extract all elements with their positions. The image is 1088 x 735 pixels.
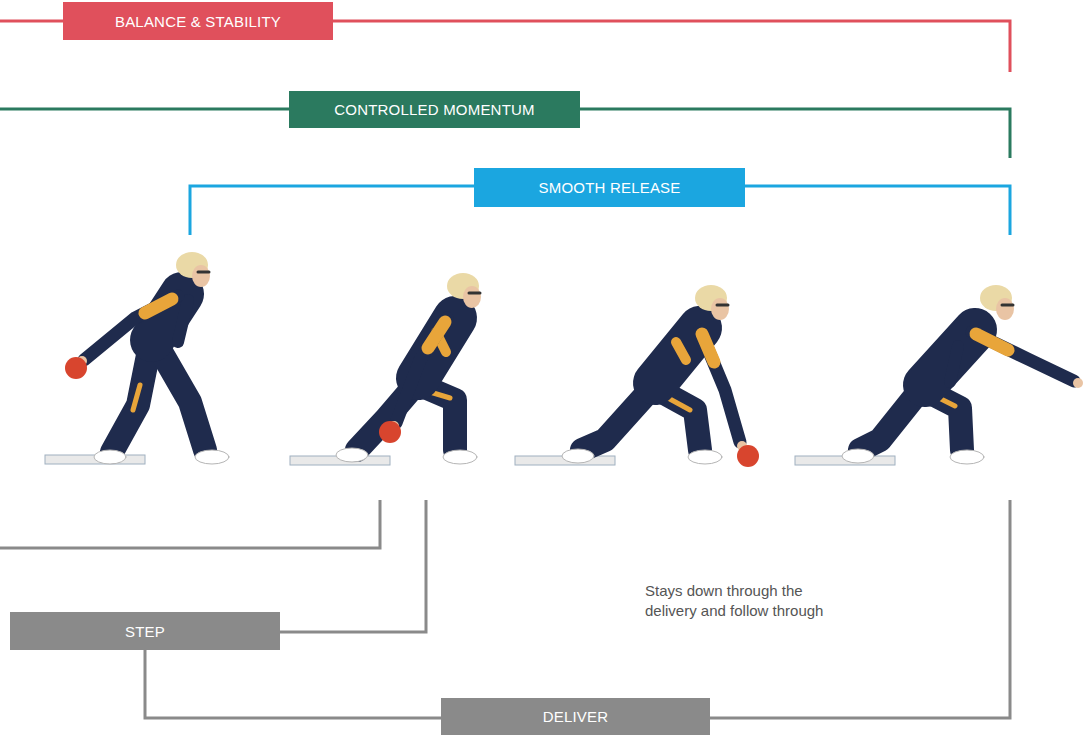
face xyxy=(996,298,1014,320)
arm xyxy=(84,296,178,360)
side-stripe xyxy=(676,342,686,360)
bowler-figure xyxy=(842,285,1083,464)
arm xyxy=(700,330,740,442)
box-label: STEP xyxy=(125,623,165,640)
glasses xyxy=(1002,304,1013,307)
step-box: STEP xyxy=(10,612,280,650)
torso xyxy=(418,318,455,378)
leg-stripe xyxy=(133,385,140,410)
deliver-bracket xyxy=(145,500,1010,718)
bowler-figures xyxy=(65,252,1083,467)
torso xyxy=(655,328,700,383)
hand xyxy=(1073,378,1083,388)
shoe xyxy=(94,450,126,464)
bowler-figure xyxy=(65,252,229,464)
shoe xyxy=(336,448,368,462)
bowler-figure xyxy=(562,285,759,467)
stance-bracket xyxy=(0,500,380,548)
face xyxy=(711,298,729,320)
phase-box: CONTROLLED MOMENTUM xyxy=(289,91,580,128)
step-box: DELIVER xyxy=(441,698,710,735)
box-label: DELIVER xyxy=(543,708,609,725)
arm xyxy=(178,300,188,342)
glasses xyxy=(198,271,209,274)
face xyxy=(192,265,210,287)
shoe xyxy=(562,449,594,463)
arm xyxy=(972,332,1074,381)
shoe xyxy=(842,449,874,463)
leg xyxy=(160,350,205,450)
sleeve xyxy=(428,322,445,348)
bowl-ball xyxy=(379,421,401,443)
glasses xyxy=(717,304,728,307)
glasses xyxy=(469,292,480,295)
arm xyxy=(396,318,447,423)
leg xyxy=(112,345,150,452)
box-label: CONTROLLED MOMENTUM xyxy=(334,101,534,118)
leg xyxy=(582,390,650,450)
arm xyxy=(950,346,958,382)
bowler-figure xyxy=(336,273,481,464)
face xyxy=(463,286,481,308)
shoe xyxy=(688,450,722,464)
shoe xyxy=(950,450,984,464)
phase-box: SMOOTH RELEASE xyxy=(474,168,745,207)
shoe xyxy=(195,450,229,464)
note-text: Stays down through the delivery and foll… xyxy=(645,581,845,621)
bowl-ball xyxy=(737,445,759,467)
leg-stripe xyxy=(668,398,690,410)
sleeve xyxy=(702,334,714,362)
step-bracket xyxy=(270,500,426,632)
sleeve xyxy=(145,299,172,313)
box-label: SMOOTH RELEASE xyxy=(539,179,681,196)
box-label: BALANCE & STABILITY xyxy=(115,13,281,30)
torso xyxy=(925,330,975,385)
sleeve xyxy=(976,334,1008,350)
shoe xyxy=(443,450,477,464)
bowl-ball xyxy=(65,357,87,379)
phase-brackets xyxy=(0,21,1010,718)
phase-box: BALANCE & STABILITY xyxy=(63,2,333,40)
